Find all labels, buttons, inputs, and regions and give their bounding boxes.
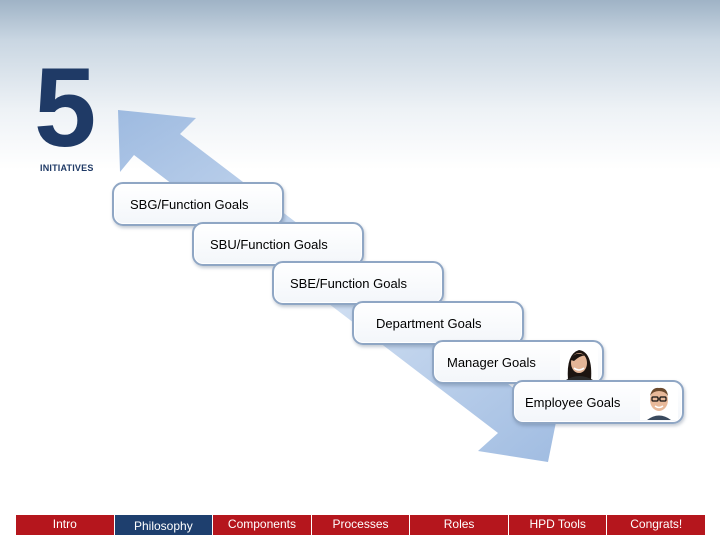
goal-label: SBU/Function Goals	[210, 237, 328, 252]
nav-intro[interactable]: Intro	[16, 515, 115, 535]
five-initiatives-logo: 5 INITIATIVES	[34, 48, 108, 180]
logo-word: INITIATIVES	[40, 163, 94, 173]
goal-label: Manager Goals	[447, 355, 536, 370]
goal-step-sbg: SBG/Function Goals	[112, 182, 284, 226]
male-employee-avatar	[640, 384, 678, 420]
logo-number: 5	[34, 45, 96, 170]
goal-label: SBE/Function Goals	[290, 276, 408, 291]
nav-philosophy[interactable]: Philosophy	[114, 515, 214, 535]
goal-step-employee: Employee Goals	[512, 380, 684, 424]
goal-step-department: Department Goals	[352, 301, 524, 345]
nav-components[interactable]: Components	[213, 515, 312, 535]
goal-step-manager: Manager Goals	[432, 340, 604, 384]
goal-step-sbu: SBU/Function Goals	[192, 222, 364, 266]
goal-label: SBG/Function Goals	[130, 197, 249, 212]
nav-roles[interactable]: Roles	[410, 515, 509, 535]
goal-step-sbe: SBE/Function Goals	[272, 261, 444, 305]
goal-label: Employee Goals	[525, 395, 621, 410]
nav-hpd-tools[interactable]: HPD Tools	[509, 515, 608, 535]
goal-label: Department Goals	[376, 316, 482, 331]
nav-congrats[interactable]: Congrats!	[630, 517, 683, 531]
nav-processes[interactable]: Processes	[312, 515, 411, 535]
bottom-nav-bar: Intro Philosophy Components Processes Ro…	[16, 515, 705, 535]
female-manager-avatar	[560, 344, 598, 380]
